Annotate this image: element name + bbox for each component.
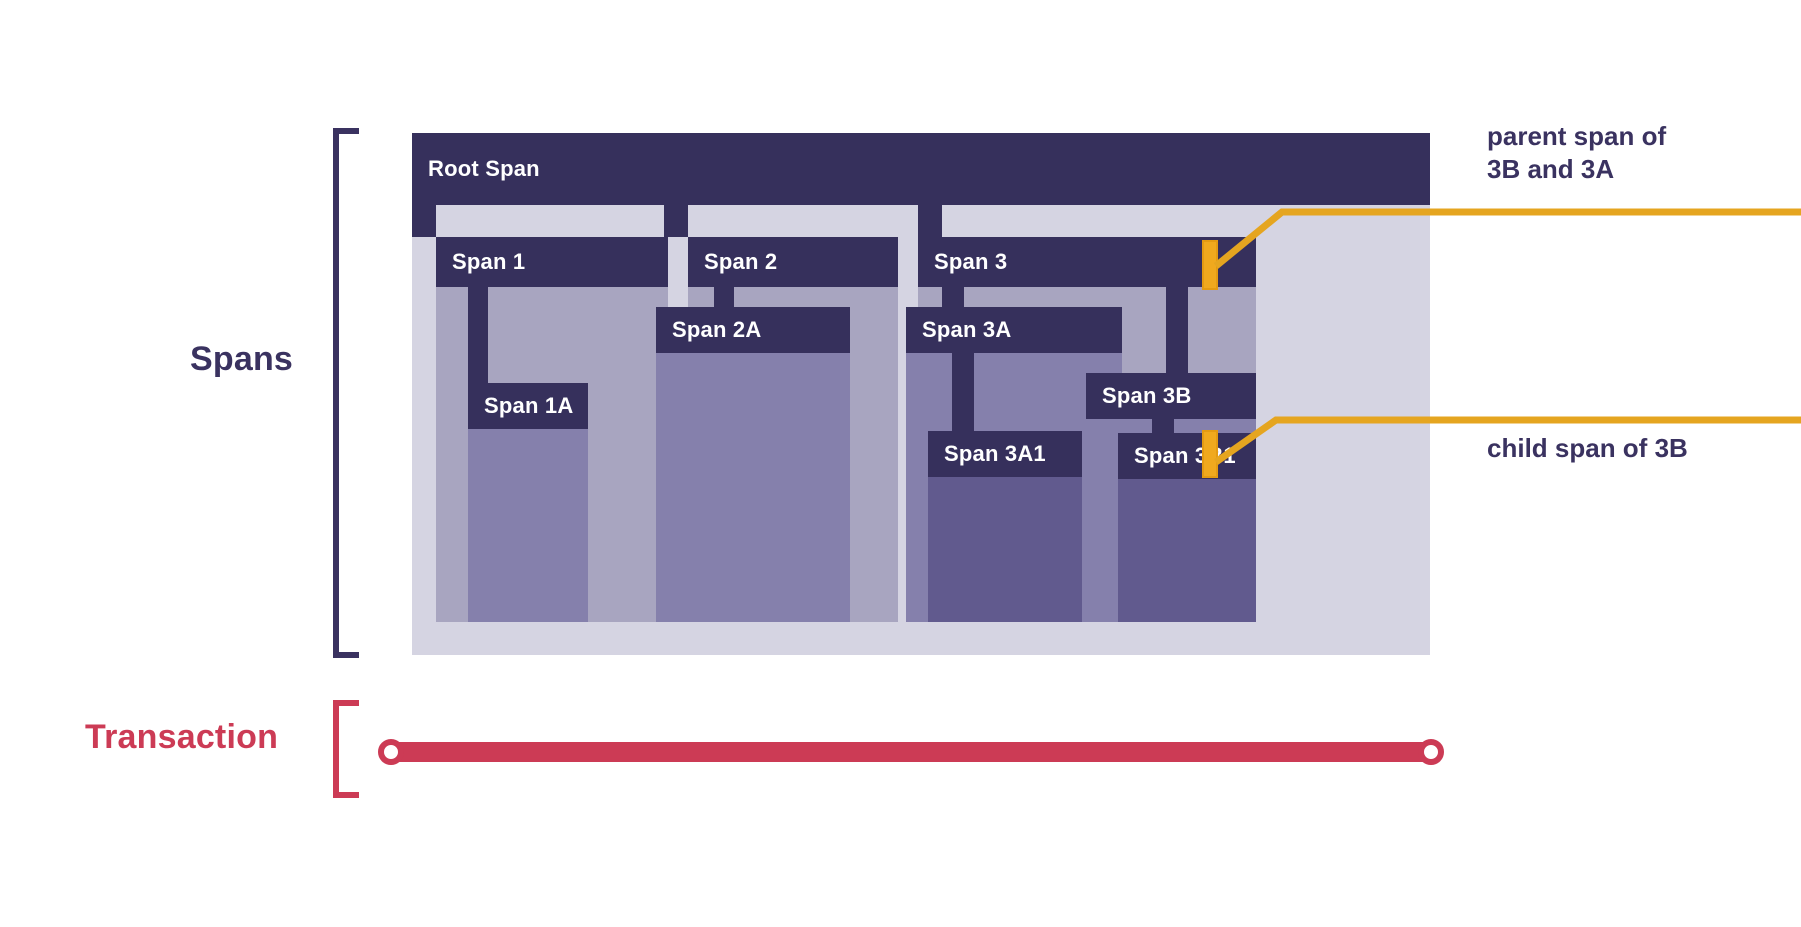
transaction-group-label: Transaction [85, 718, 279, 756]
transaction-bar[interactable] [385, 742, 1435, 762]
span-3a1-label: Span 3A1 [944, 441, 1046, 466]
stem-root-to-span2 [664, 205, 688, 237]
span-3-label: Span 3 [934, 249, 1008, 274]
span-1a-label: Span 1A [484, 393, 574, 418]
parent-span-leader-line [1213, 208, 1801, 269]
span-3-header[interactable]: Span 3 [918, 237, 1256, 287]
span-2a-body [656, 307, 850, 622]
span-2a-label: Span 2A [672, 317, 762, 342]
parent-span-annotation: parent span of 3B and 3A [1487, 121, 1667, 185]
span-2-label: Span 2 [704, 249, 778, 274]
span-3b1[interactable]: Span 3B1 [1118, 433, 1256, 622]
span-1a-header[interactable]: Span 1A [468, 383, 588, 429]
transaction-end-dot[interactable] [1418, 739, 1444, 765]
span-3a-label: Span 3A [922, 317, 1012, 342]
span-waterfall: Root Span Span 1 Span 1A Span 2 [412, 133, 1430, 655]
child-span-leader-line [1213, 416, 1801, 465]
transaction-bracket [333, 700, 359, 798]
span-1-label: Span 1 [452, 249, 526, 274]
span-3a1-header[interactable]: Span 3A1 [928, 431, 1082, 477]
child-span-marker[interactable] [1202, 430, 1218, 478]
span-1-header[interactable]: Span 1 [436, 237, 668, 287]
stem-root-to-span3 [918, 205, 942, 237]
span-1a[interactable]: Span 1A [468, 383, 588, 622]
spans-bracket [333, 128, 359, 658]
child-span-annotation: child span of 3B [1487, 433, 1688, 463]
stem-span1-to-span1a [468, 287, 488, 411]
span-3a-header[interactable]: Span 3A [906, 307, 1122, 353]
span-2a[interactable]: Span 2A [656, 307, 850, 622]
span-2a-header[interactable]: Span 2A [656, 307, 850, 353]
spans-group-label: Spans [190, 340, 294, 378]
span-3a1[interactable]: Span 3A1 [928, 431, 1082, 622]
span-3b-label: Span 3B [1102, 383, 1192, 408]
transaction-start-dot[interactable] [378, 739, 404, 765]
span-2-header[interactable]: Span 2 [688, 237, 898, 287]
span-root-label: Root Span [428, 156, 540, 181]
span-root-header[interactable]: Root Span [412, 133, 1430, 205]
stem-root-to-span1 [412, 205, 436, 237]
span-3b-header[interactable]: Span 3B [1086, 373, 1256, 419]
